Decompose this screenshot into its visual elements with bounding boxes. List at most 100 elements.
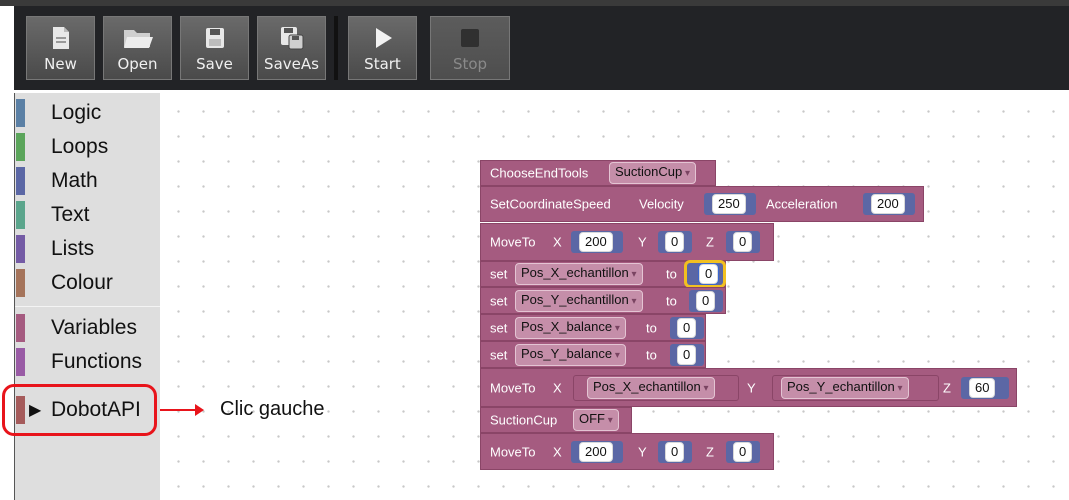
category-color-swatch bbox=[16, 269, 25, 297]
z-input[interactable]: 60 bbox=[969, 377, 996, 398]
y-label: Y bbox=[638, 234, 647, 250]
value-input[interactable]: 0 bbox=[677, 317, 697, 338]
category-color-swatch bbox=[16, 235, 25, 263]
z-input[interactable]: 0 bbox=[733, 232, 753, 252]
acceleration-input[interactable]: 200 bbox=[871, 194, 905, 214]
category-color-swatch bbox=[16, 201, 25, 229]
category-dobotapi[interactable]: ▶ DobotAPI bbox=[14, 395, 160, 425]
category-color-swatch bbox=[16, 396, 25, 424]
start-button-label: Start bbox=[364, 55, 401, 73]
stop-button[interactable]: Stop bbox=[430, 16, 510, 80]
category-label: Variables bbox=[51, 316, 137, 339]
x-input[interactable]: 200 bbox=[579, 232, 613, 252]
category-functions[interactable]: Functions bbox=[14, 347, 160, 377]
acceleration-label: Acceleration bbox=[766, 196, 838, 212]
open-button-label: Open bbox=[117, 55, 158, 73]
toolbar-separator bbox=[334, 16, 338, 80]
block-label: ChooseEndTools bbox=[490, 165, 589, 181]
variable-dropdown[interactable]: Pos_Y_balance bbox=[515, 343, 626, 366]
category-lists[interactable]: Lists bbox=[14, 234, 160, 264]
y-label: Y bbox=[638, 444, 647, 459]
save-button-label: Save bbox=[196, 55, 233, 73]
category-separator bbox=[14, 306, 160, 307]
choose-end-tools-block[interactable]: ChooseEndTools SuctionCup bbox=[480, 160, 716, 186]
move-to-block[interactable]: MoveTo X 200 Y 0 Z 0 bbox=[480, 223, 774, 261]
to-keyword: to bbox=[666, 293, 677, 308]
category-color-swatch bbox=[16, 314, 25, 342]
category-logic[interactable]: Logic bbox=[14, 98, 160, 128]
category-loops[interactable]: Loops bbox=[14, 132, 160, 162]
annotation-arrow bbox=[160, 409, 195, 411]
variable-dropdown[interactable]: Pos_X_echantillon bbox=[515, 263, 643, 285]
blocks-category-toolbox: Logic Loops Math Text Lists Colour Varia… bbox=[14, 93, 160, 500]
category-color-swatch bbox=[16, 133, 25, 161]
expand-triangle-icon: ▶ bbox=[29, 402, 42, 419]
set-variable-block[interactable]: set Pos_X_balance to 0 bbox=[480, 314, 706, 341]
toolbar: New Open Save SaveAs Start Stop bbox=[14, 6, 1069, 90]
block-label: MoveTo bbox=[490, 234, 536, 250]
x-input[interactable]: 200 bbox=[579, 441, 613, 462]
category-label: Functions bbox=[51, 350, 143, 373]
window-top-border bbox=[0, 0, 1069, 6]
z-label: Z bbox=[706, 444, 714, 459]
end-tool-dropdown[interactable]: SuctionCup bbox=[609, 162, 697, 184]
category-label: Text bbox=[51, 203, 90, 226]
saveas-button[interactable]: SaveAs bbox=[257, 16, 326, 80]
suction-cup-block[interactable]: SuctionCup OFF bbox=[480, 407, 632, 433]
set-variable-block[interactable]: set Pos_Y_echantillon to 0 bbox=[480, 287, 726, 314]
block-label: MoveTo bbox=[490, 380, 536, 395]
category-label: Colour bbox=[51, 271, 113, 294]
velocity-label: Velocity bbox=[639, 196, 684, 212]
block-label: MoveTo bbox=[490, 444, 536, 459]
y-input[interactable]: 0 bbox=[665, 232, 685, 252]
saveas-button-label: SaveAs bbox=[264, 55, 319, 73]
save-disk-icon bbox=[181, 25, 248, 55]
open-button[interactable]: Open bbox=[103, 16, 172, 80]
move-to-block[interactable]: MoveTo X 200 Y 0 Z 0 bbox=[480, 433, 774, 470]
z-label: Z bbox=[943, 380, 951, 395]
arrow-head-icon bbox=[195, 404, 204, 416]
category-text[interactable]: Text bbox=[14, 200, 160, 230]
to-keyword: to bbox=[666, 266, 677, 282]
set-keyword: set bbox=[490, 266, 508, 282]
category-math[interactable]: Math bbox=[14, 166, 160, 196]
set-variable-block[interactable]: set Pos_X_echantillon to 0 bbox=[480, 261, 726, 287]
category-label: Logic bbox=[51, 101, 102, 124]
y-input[interactable]: 0 bbox=[665, 441, 685, 462]
value-input[interactable]: 0 bbox=[697, 263, 720, 285]
folder-open-icon bbox=[104, 25, 171, 55]
start-button[interactable]: Start bbox=[348, 16, 417, 80]
category-label: Math bbox=[51, 169, 98, 192]
category-colour[interactable]: Colour bbox=[14, 268, 160, 298]
stop-icon bbox=[431, 25, 509, 55]
save-button[interactable]: Save bbox=[180, 16, 249, 80]
blockly-workspace[interactable]: ChooseEndTools SuctionCup SetCoordinateS… bbox=[160, 93, 1069, 500]
move-to-block[interactable]: MoveTo X Pos_X_echantillon Y Pos_Y_echan… bbox=[480, 368, 1017, 407]
z-input[interactable]: 0 bbox=[733, 441, 753, 462]
set-keyword: set bbox=[490, 347, 508, 362]
set-coordinate-speed-block[interactable]: SetCoordinateSpeed Velocity 250 Accelera… bbox=[480, 186, 924, 222]
set-keyword: set bbox=[490, 320, 508, 335]
x-variable-dropdown[interactable]: Pos_X_echantillon bbox=[587, 376, 715, 399]
suction-state-dropdown[interactable]: OFF bbox=[573, 409, 619, 431]
x-label: X bbox=[553, 444, 562, 459]
variable-dropdown[interactable]: Pos_X_balance bbox=[515, 316, 626, 339]
new-file-icon bbox=[27, 25, 94, 55]
category-color-swatch bbox=[16, 167, 25, 195]
category-variables[interactable]: Variables bbox=[14, 313, 160, 343]
set-variable-block[interactable]: set Pos_Y_balance to 0 bbox=[480, 341, 706, 368]
new-button[interactable]: New bbox=[26, 16, 95, 80]
stop-button-label: Stop bbox=[452, 55, 488, 73]
value-input[interactable]: 0 bbox=[696, 290, 716, 311]
x-label: X bbox=[553, 234, 562, 250]
z-label: Z bbox=[706, 234, 714, 250]
block-label: SetCoordinateSpeed bbox=[490, 196, 611, 212]
value-input[interactable]: 0 bbox=[677, 344, 697, 365]
set-keyword: set bbox=[490, 293, 508, 308]
variable-dropdown[interactable]: Pos_Y_echantillon bbox=[515, 289, 643, 312]
y-variable-dropdown[interactable]: Pos_Y_echantillon bbox=[781, 376, 909, 399]
category-label: Lists bbox=[51, 237, 95, 260]
category-color-swatch bbox=[16, 348, 25, 376]
velocity-input[interactable]: 250 bbox=[712, 194, 746, 214]
window-left-border bbox=[14, 93, 15, 500]
